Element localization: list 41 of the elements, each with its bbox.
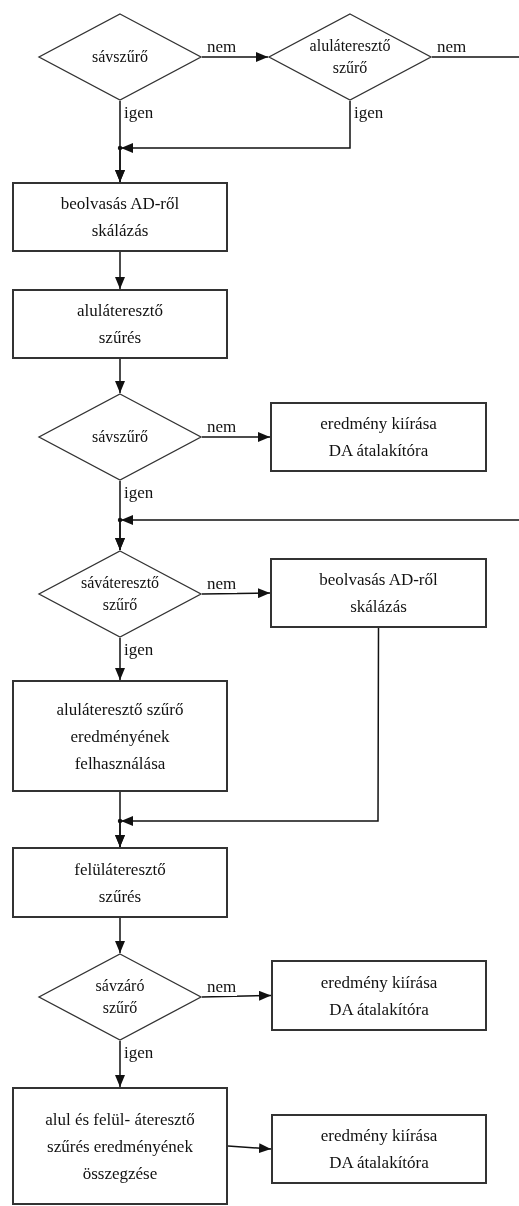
step-label: beolvasás AD-ről skálázás (59, 193, 181, 242)
flow-arrow (115, 251, 125, 290)
flow-arrow (201, 990, 272, 1001)
flow-arrow (115, 515, 519, 551)
step-label: alul és felül- áteresztő szűrés eredményének összegzése (45, 1108, 195, 1185)
edge-label: igen (123, 1044, 155, 1062)
flow-arrow (115, 358, 125, 394)
step-label: eredmény kiírása DA átalakítóra (319, 413, 438, 462)
edge-label: igen (123, 104, 155, 122)
process-box (271, 960, 487, 1031)
step-label: aluláteresztő szűrés (76, 300, 164, 349)
flow-arrow (201, 52, 269, 62)
step-label: eredmény kiírása DA átalakítóra (319, 1125, 439, 1174)
process-box (12, 1087, 228, 1205)
condition-label: sávszűrő (92, 427, 148, 447)
step-label: beolvasás AD-ről skálázás (318, 569, 439, 618)
condition-label: sávszűrő (92, 47, 148, 67)
flow-arrow (115, 637, 125, 681)
flow-arrow (201, 588, 271, 599)
process-box (12, 680, 228, 792)
edge-label: igen (353, 104, 385, 122)
step-label: aluláteresztő szűrő eredményének felhasználása (55, 698, 185, 775)
process-box (12, 847, 228, 918)
edge-label: igen (123, 484, 155, 502)
step-label: eredmény kiírása DA átalakítóra (319, 971, 439, 1021)
condition-label: aluláteresztő szűrő (308, 36, 392, 78)
step-label: felüláteresztő szűrés (73, 858, 167, 908)
process-box (12, 289, 228, 359)
process-box (12, 182, 228, 252)
process-box (270, 558, 487, 628)
edge-label: igen (123, 641, 155, 659)
flow-arrow (115, 917, 125, 954)
process-box (271, 1114, 487, 1184)
condition-label: sávzáró szűrő (94, 976, 146, 1018)
flow-arrow (115, 100, 351, 183)
flow-arrow (201, 432, 271, 442)
flow-arrow (227, 1143, 272, 1154)
flow-arrow (115, 1040, 125, 1088)
flow-arrow (115, 627, 380, 848)
process-box (270, 402, 487, 472)
condition-label: sáváteresztő szűrő (79, 573, 161, 615)
